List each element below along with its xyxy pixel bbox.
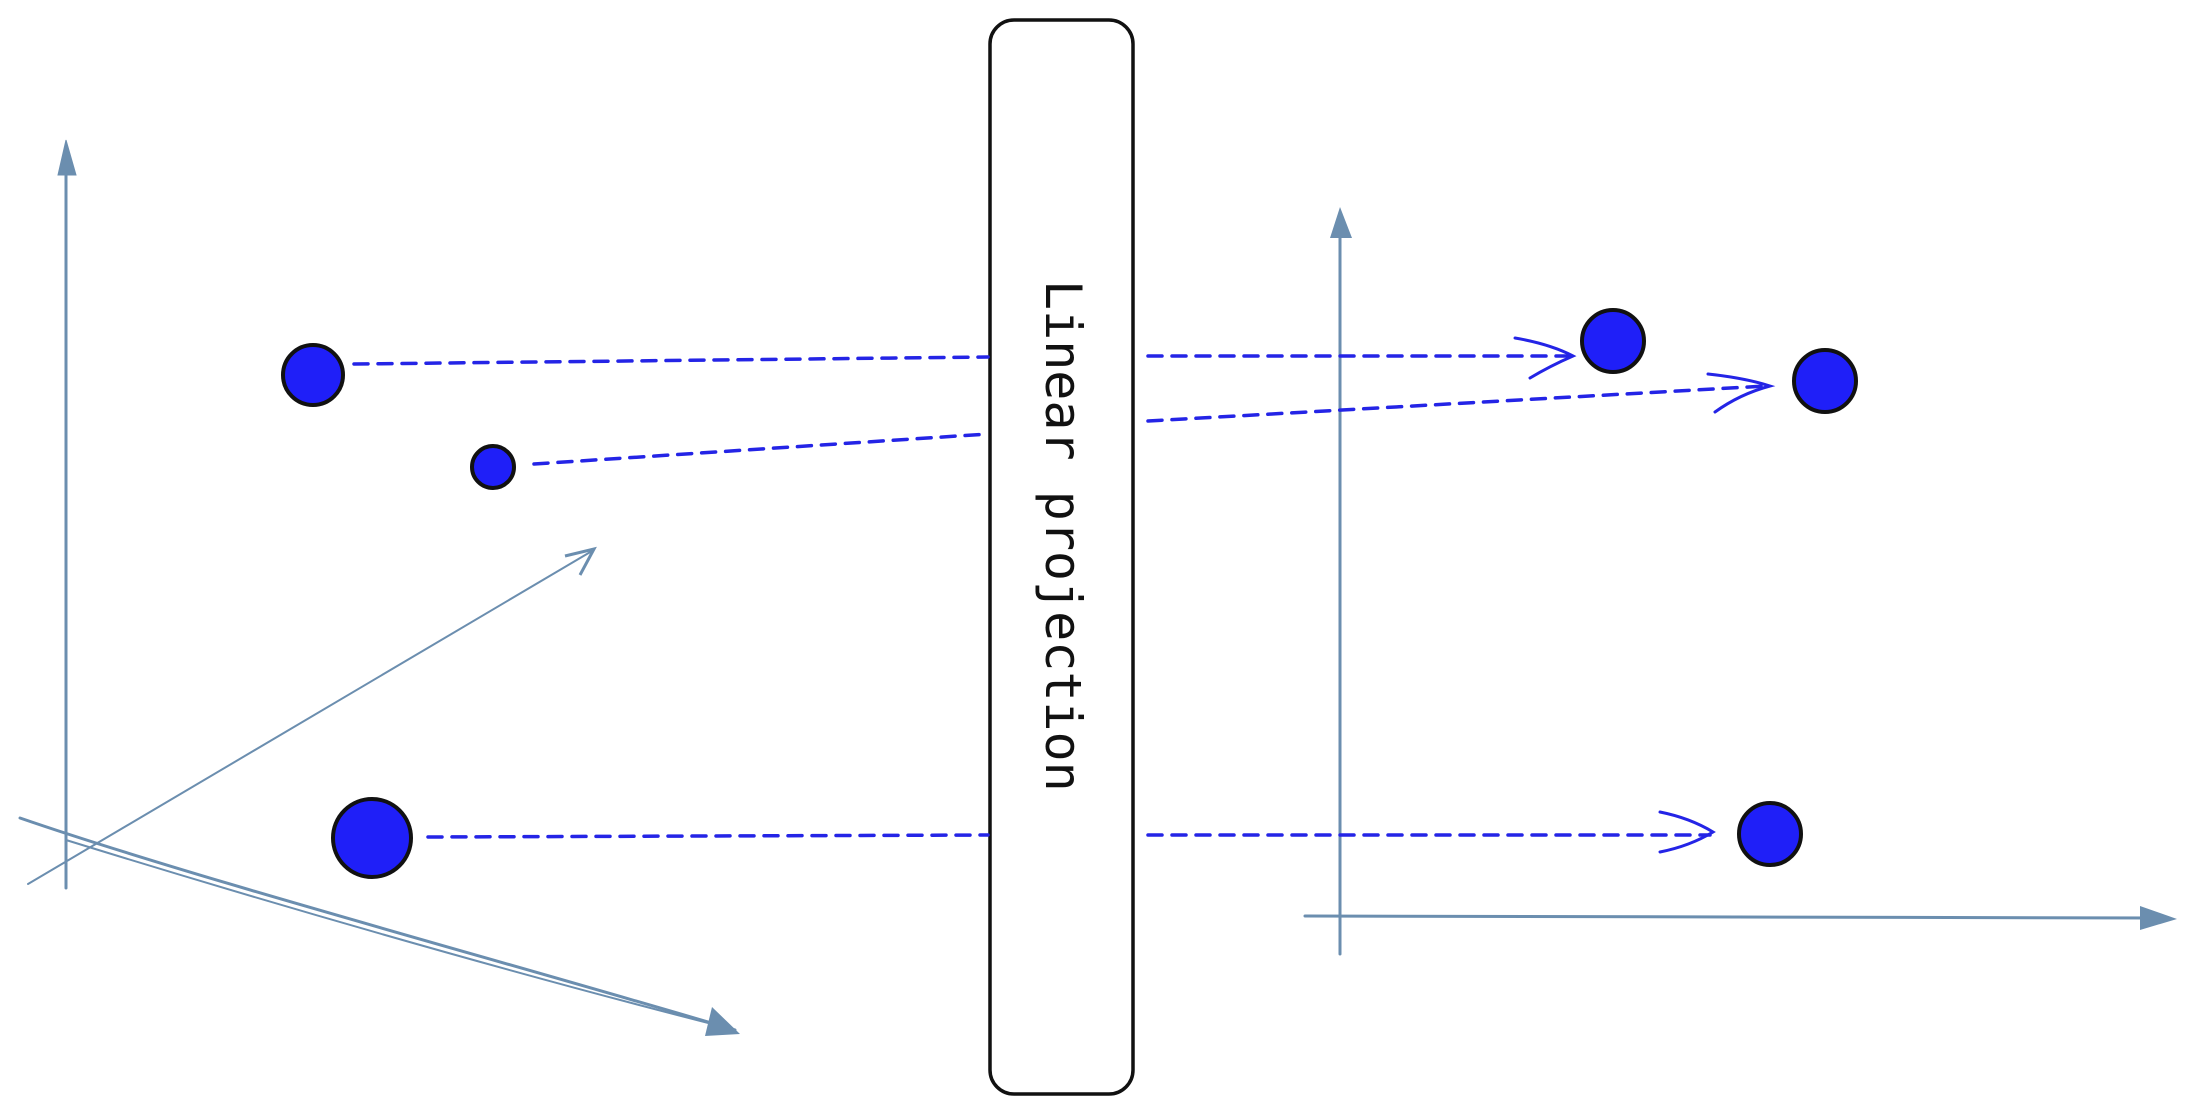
projection-line-2-in — [532, 432, 990, 466]
arrowhead-icon — [1658, 810, 1716, 854]
projection-label: Linear projection — [1034, 280, 1092, 792]
left-x-axis — [18, 816, 737, 1032]
input-point — [281, 343, 345, 407]
output-point — [1792, 348, 1858, 414]
right-y-axis-arrow-icon — [1330, 207, 1352, 238]
left-z-axis-arrow-icon — [564, 546, 597, 576]
right-x-axis-arrow-icon — [2140, 906, 2177, 930]
left-y-axis-arrow-icon — [57, 139, 77, 176]
right-2d-axes — [1303, 207, 2177, 956]
left-x-axis-arrow-icon — [705, 1007, 740, 1036]
right-x-axis — [1303, 914, 2162, 920]
input-point — [331, 797, 413, 879]
projection-line-2-out — [1146, 384, 1768, 423]
left-z-axis — [27, 550, 593, 885]
input-points — [281, 343, 516, 879]
output-point — [1737, 801, 1803, 867]
input-point — [470, 444, 516, 490]
projection-line-3-in — [426, 833, 990, 839]
output-points — [1580, 308, 1858, 867]
arrowhead-icon — [1706, 372, 1776, 414]
projection-line-1-in — [352, 355, 990, 366]
linear-projection-box: Linear projection — [988, 18, 1135, 1096]
arrowhead-icon — [1513, 336, 1577, 380]
output-point — [1580, 308, 1646, 374]
projection-lines — [352, 336, 1776, 854]
left-3d-axes — [18, 139, 740, 1036]
